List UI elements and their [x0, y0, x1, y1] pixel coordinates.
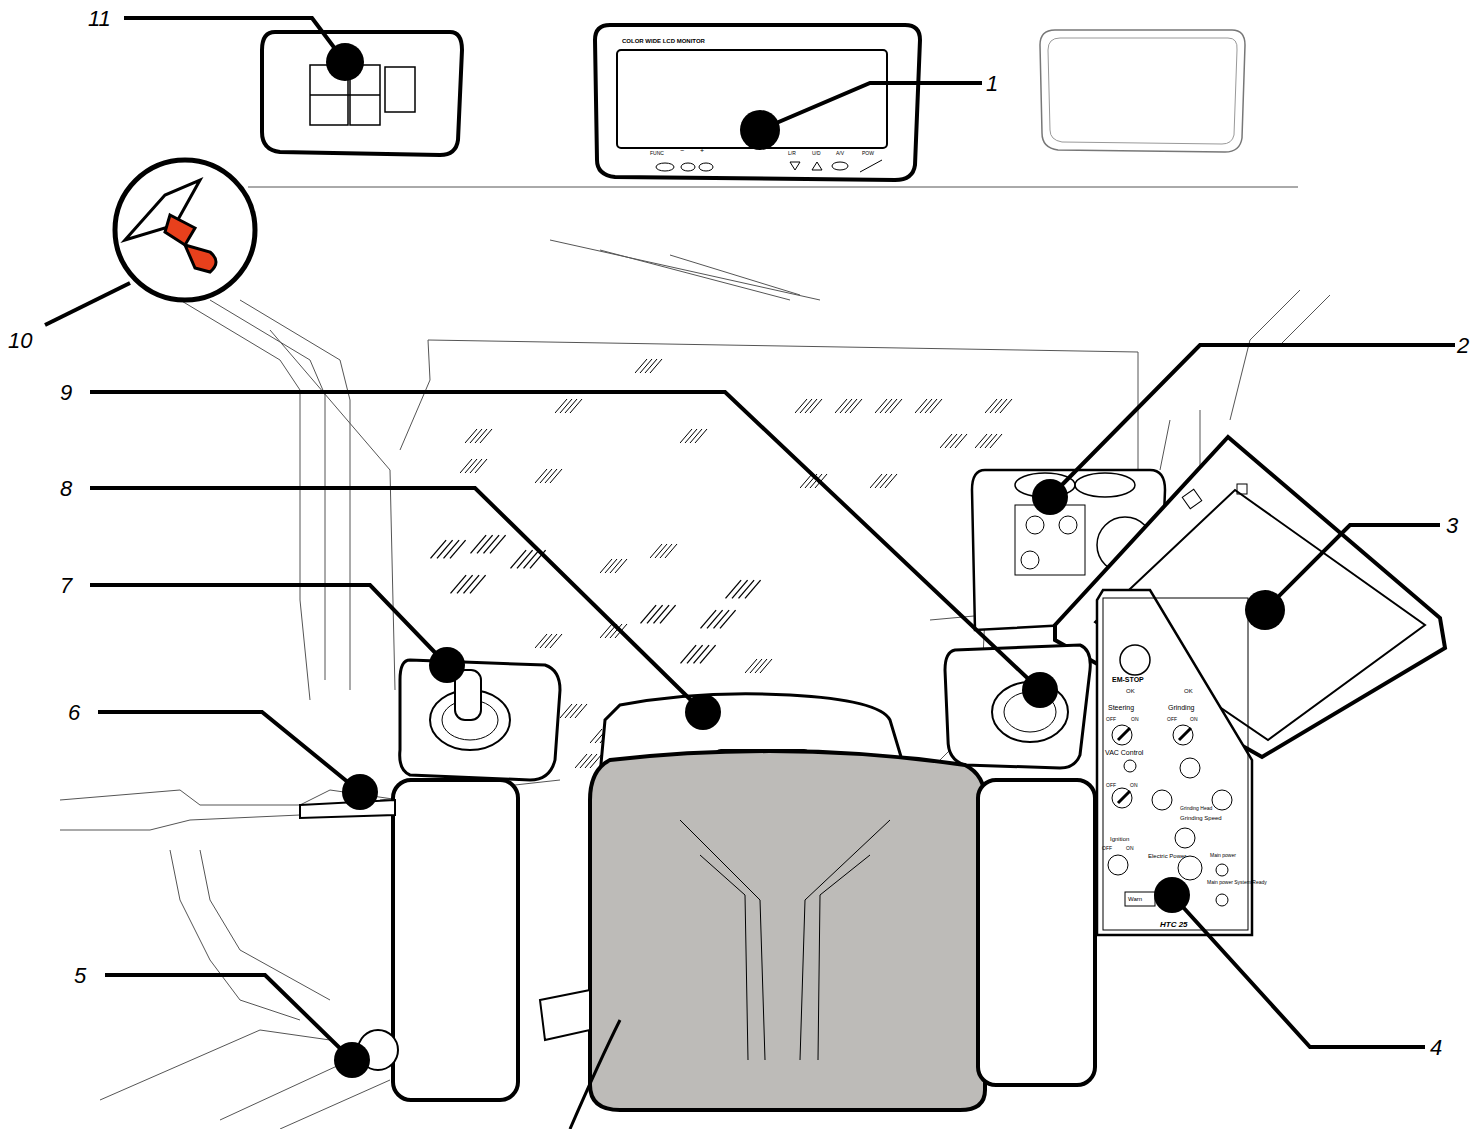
panel-text: −	[680, 147, 684, 154]
joystick-left	[400, 660, 560, 780]
callout-number: 10	[8, 330, 32, 352]
lcd-monitor	[595, 25, 920, 180]
callout-number: 6	[68, 702, 80, 724]
panel-text: Steering	[1108, 704, 1134, 711]
panel-text: OFF	[1106, 783, 1116, 788]
indicator-panel	[262, 32, 462, 155]
panel-text: COLOR WIDE LCD MONITOR	[622, 38, 705, 44]
leader-lines	[45, 18, 1455, 1060]
mirror	[1040, 30, 1245, 152]
panel-text: L/R	[788, 151, 796, 156]
panel-text: FUNC	[650, 151, 664, 156]
panel-text: ON	[1130, 783, 1138, 788]
operator-seat	[540, 694, 985, 1129]
panel-text: OK	[1126, 688, 1135, 694]
panel-text: POW	[862, 151, 874, 156]
callout-number: 9	[60, 382, 72, 404]
panel-text: A/V	[836, 151, 844, 156]
callout-number: 7	[60, 575, 72, 597]
panel-text: Grinding Head	[1180, 806, 1212, 811]
joystick-right	[945, 645, 1090, 768]
panel-text: VAC Control	[1105, 749, 1143, 756]
callout-dots	[326, 43, 1285, 1078]
panel-text: Grinding Speed	[1180, 815, 1222, 821]
panel-text: U/D	[812, 151, 821, 156]
panel-text: OFF	[1167, 717, 1177, 722]
panel-text: ON	[1126, 846, 1134, 851]
panel-text: ON	[1190, 717, 1198, 722]
left-armrest	[393, 780, 518, 1100]
roof-edge	[248, 187, 1298, 188]
panel-text: Electric Power	[1148, 853, 1186, 859]
panel-text: +	[700, 147, 704, 154]
panel-text: OFF	[1106, 717, 1116, 722]
callout-number: 5	[74, 965, 86, 987]
panel-text: Warn	[1128, 896, 1142, 902]
panel-text: HTC 25	[1160, 921, 1188, 929]
callout-number: 4	[1430, 1037, 1442, 1059]
callout-number: 11	[88, 8, 111, 30]
callout-number: 8	[60, 478, 72, 500]
callout-number: 3	[1446, 515, 1458, 537]
panel-text: Ignition	[1110, 836, 1129, 842]
panel-text: EM-STOP	[1112, 676, 1144, 683]
panel-text: Main power	[1210, 853, 1236, 858]
panel-text: Grinding	[1168, 704, 1194, 711]
panel-text: OFF	[1102, 846, 1112, 851]
panel-text: OK	[1184, 688, 1193, 694]
inset-icon	[115, 160, 255, 300]
cab-frame	[60, 240, 1330, 1129]
callout-number: 2	[1457, 335, 1469, 357]
right-armrest	[978, 780, 1095, 1085]
panel-text: ON	[1131, 717, 1139, 722]
callout-number: 1	[986, 73, 998, 95]
panel-text: Main power System Ready	[1207, 880, 1267, 885]
